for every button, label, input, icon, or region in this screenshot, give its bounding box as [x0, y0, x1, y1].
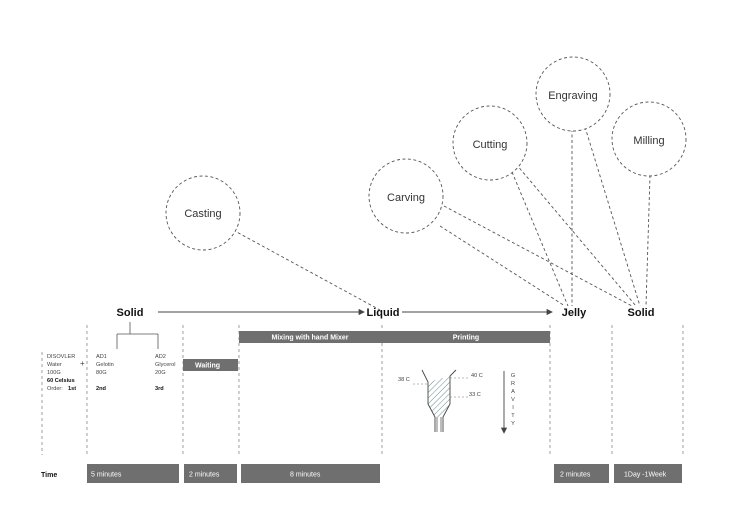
ad2-order: 3rd: [155, 386, 164, 392]
state-jelly: Jelly: [562, 307, 587, 319]
casting-bubble: Casting: [165, 175, 241, 251]
milling-label: Milling: [633, 135, 664, 147]
gravity-letter-g: G: [511, 373, 515, 379]
time-2min-a-label: 2 minutes: [189, 472, 220, 479]
waiting-bar: [183, 359, 238, 371]
ad2-line-1: AD2: [155, 354, 166, 360]
time-1day-label: 1Day -1Week: [624, 472, 667, 479]
state-solid-start: Solid: [117, 307, 144, 319]
connector-cutting-solid: [515, 163, 637, 307]
time-bar-2min-a: [184, 464, 237, 483]
dissolver-line-3: 100G: [47, 370, 61, 376]
time-bar-8min: [241, 464, 380, 483]
ad2-line-2: Glycerol: [155, 362, 176, 368]
dissolver-line-1: DISOVLER: [47, 354, 75, 360]
dissolver-line-2: Water: [47, 362, 62, 368]
temp-33: 33 C: [469, 392, 481, 398]
ingredient-dissolver: DISOVLER Water 100G 60 Celsius Order: 1s…: [47, 354, 85, 392]
dissolver-order-value: 1st: [68, 386, 76, 392]
printing-bar-label: Printing: [453, 335, 479, 342]
gravity-letter-t: T: [511, 413, 515, 419]
printing-bar: [382, 331, 550, 343]
printer-nozzle-icon: 38 C 40 C 33 C: [398, 369, 483, 432]
ingredient-bracket: [116, 322, 159, 349]
mixing-bar-label: Mixing with hand Mixer: [271, 335, 348, 342]
ad1-order: 2nd: [96, 386, 107, 392]
state-row: Solid Liquid Jelly Solid: [117, 307, 655, 319]
milling-bubble: Milling: [611, 101, 687, 177]
casting-label: Casting: [184, 208, 221, 220]
ad1-line-3: 80G: [96, 370, 107, 376]
operation-connectors: [232, 126, 651, 311]
time-bar-2min-b: [554, 464, 609, 483]
ad1-line-2: Gelotin: [96, 362, 114, 368]
time-label: Time: [41, 472, 57, 479]
time-bar-5min: [87, 464, 179, 483]
connector-cutting-jelly: [511, 171, 569, 307]
cutting-label: Cutting: [473, 139, 508, 151]
cutting-bubble: Cutting: [452, 105, 528, 181]
gravity-letter-a: A: [511, 389, 515, 395]
carving-bubble: Carving: [368, 158, 444, 234]
dissolver-temperature: 60 Celsius: [47, 378, 75, 384]
temp-40: 40 C: [471, 373, 483, 379]
gravity-letter-v: V: [511, 397, 515, 403]
operation-bubbles: Casting Carving Cutting Engraving Millin…: [165, 56, 687, 251]
gravity-indicator: G R A V I T Y: [500, 371, 515, 434]
time-5min-label: 5 minutes: [91, 472, 122, 479]
state-solid-end: Solid: [628, 307, 655, 319]
time-2min-b-label: 2 minutes: [560, 472, 591, 479]
connector-carving-jelly: [439, 225, 566, 307]
gravity-letter-y: Y: [511, 421, 515, 427]
plus-sign: +: [80, 359, 85, 368]
engraving-label: Engraving: [548, 90, 598, 102]
waiting-bar-label: Waiting: [195, 363, 220, 370]
process-bars: Mixing with hand Mixer Printing Waiting: [183, 331, 550, 371]
dissolver-order-label: Order:: [47, 386, 63, 392]
engraving-bubble: Engraving: [535, 56, 611, 132]
phase-separators: [41, 325, 684, 455]
connector-casting: [232, 229, 381, 311]
mixing-bar: [239, 331, 382, 343]
connector-carving-solid: [443, 205, 633, 307]
gravity-letter-i: I: [512, 405, 514, 411]
gravity-letter-r: R: [511, 381, 515, 387]
connector-milling: [645, 174, 651, 307]
time-8min-label: 8 minutes: [290, 472, 321, 479]
time-row: Time 5 minutes 2 minutes 8 minutes 2 min…: [41, 464, 682, 483]
time-bar-1day: [614, 464, 682, 483]
ingredient-ad2: AD2 Glycerol 20G 3rd: [155, 354, 176, 392]
ad2-line-3: 20G: [155, 370, 166, 376]
temp-38: 38 C: [398, 377, 410, 383]
ad1-line-1: AD1: [96, 354, 107, 360]
carving-label: Carving: [387, 192, 425, 204]
ingredient-ad1: AD1 Gelotin 80G 2nd: [96, 354, 114, 392]
connector-engraving-solid: [584, 126, 641, 307]
state-liquid: Liquid: [367, 307, 400, 319]
